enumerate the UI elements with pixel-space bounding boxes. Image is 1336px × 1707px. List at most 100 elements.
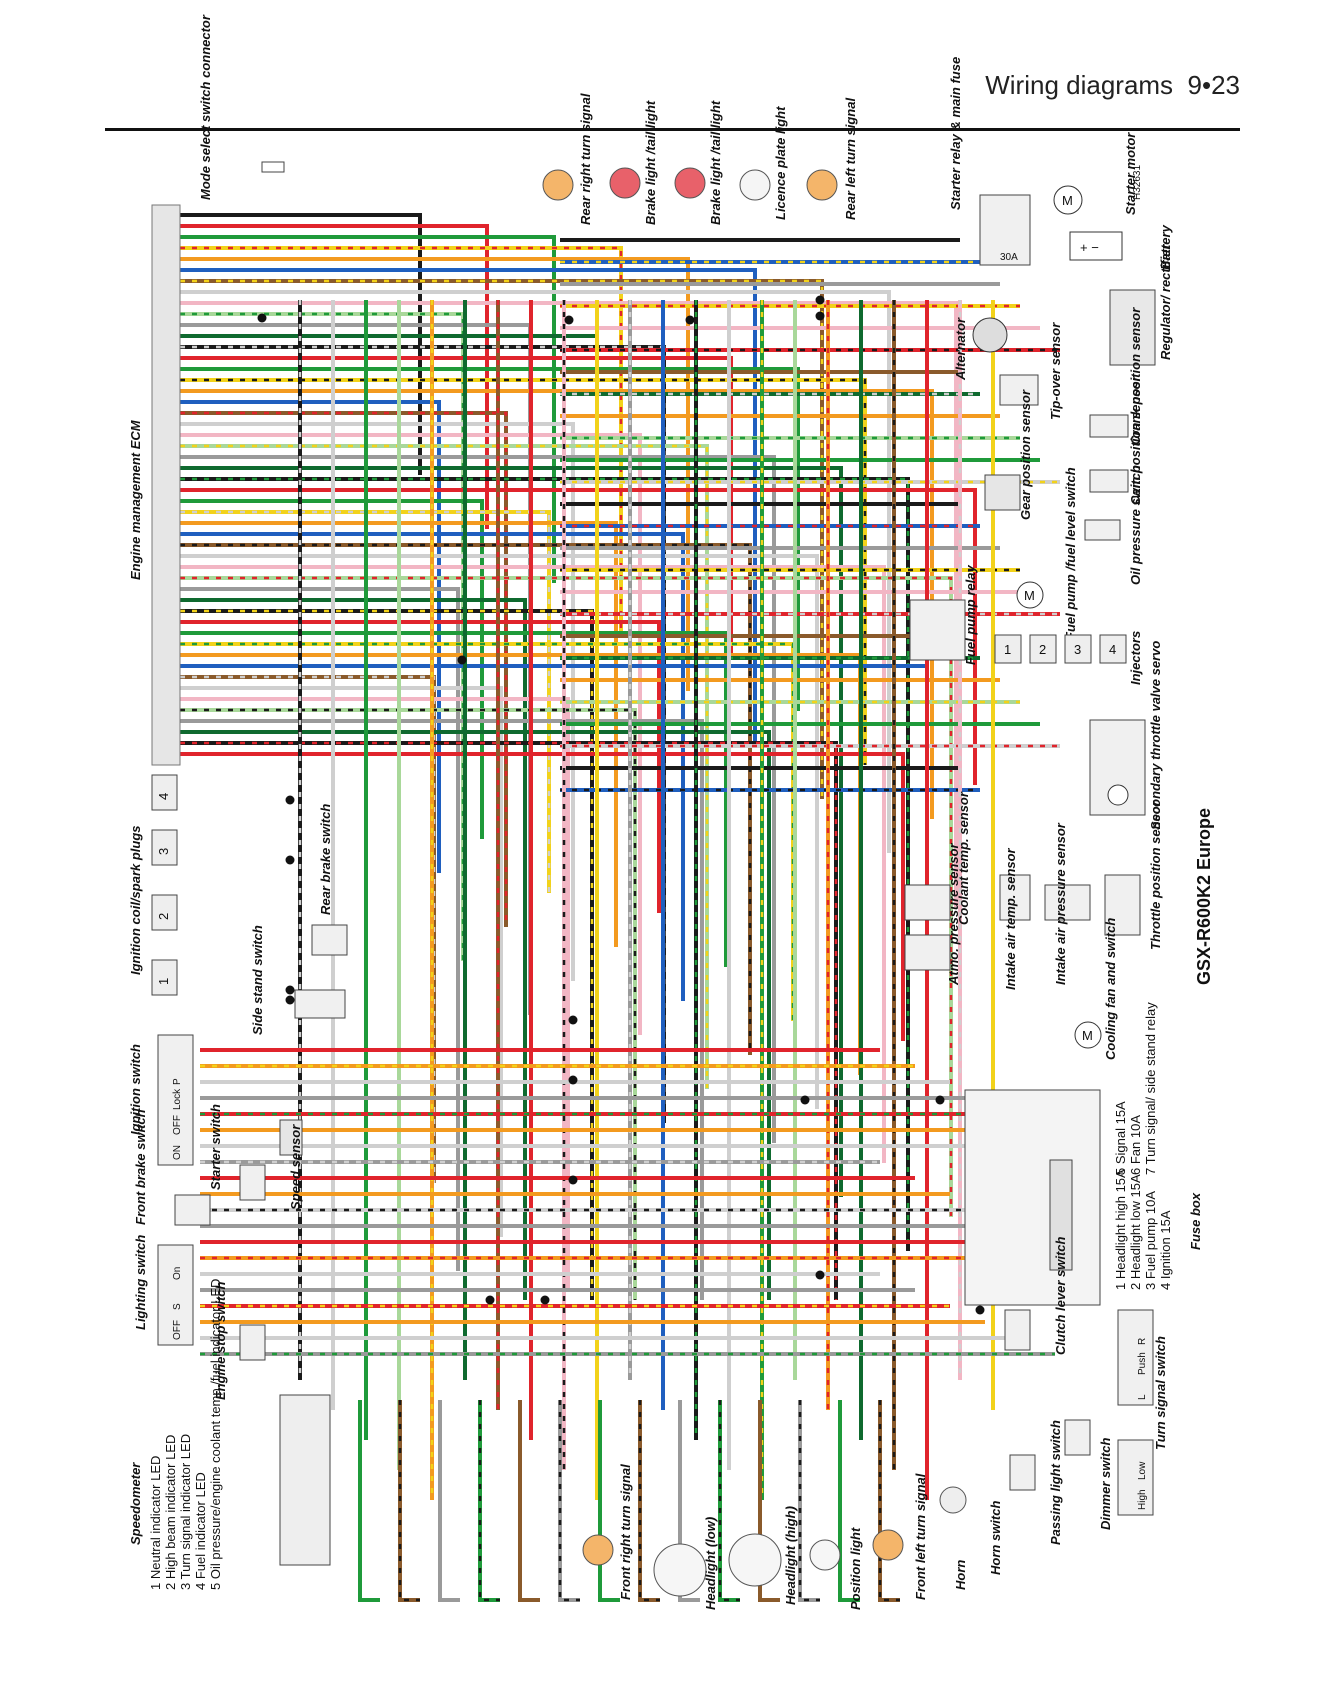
- wire: [718, 1400, 740, 1602]
- svg-text:Starter switch: Starter switch: [208, 1104, 223, 1190]
- intake-air-pressure-sensor: Intake air pressure sensor: [1044, 822, 1091, 985]
- wire-junction: [285, 795, 295, 805]
- svg-text:Speed sensor: Speed sensor: [288, 1124, 303, 1210]
- position-light: Position light: [809, 1527, 863, 1610]
- svg-text:4 Fuel indicator LED: 4 Fuel indicator LED: [193, 1472, 208, 1590]
- svg-text:Cam position sensor: Cam position sensor: [1128, 375, 1143, 505]
- header-page: 9•23: [1187, 70, 1240, 100]
- header-title: Wiring diagrams: [985, 70, 1174, 100]
- wire: [558, 1400, 580, 1602]
- svg-text:Rear brake switch: Rear brake switch: [318, 804, 333, 915]
- wire: [638, 1400, 660, 1602]
- svg-text:2: 2: [1039, 642, 1046, 657]
- svg-text:Gear position sensor: Gear position sensor: [1018, 389, 1033, 520]
- crank-position-sensor: Crank position sensor: [1089, 307, 1143, 445]
- svg-text:6 Fan 10A: 6 Fan 10A: [1128, 1115, 1143, 1175]
- svg-text:3 Turn signal indicator LED: 3 Turn signal indicator LED: [178, 1434, 193, 1590]
- svg-text:3: 3: [156, 848, 171, 855]
- starter-relay: 30A Starter relay & main fuse: [948, 57, 1031, 266]
- diagram-id: H32631: [1132, 165, 1143, 200]
- wire-tracer: [180, 213, 422, 475]
- svg-text:M: M: [1062, 193, 1073, 208]
- wire-tracer: [180, 609, 594, 1300]
- wire: [758, 1400, 780, 1602]
- wire-tracer: [180, 411, 508, 927]
- wire: [180, 565, 886, 1163]
- svg-text:2: 2: [156, 913, 171, 920]
- rear-right-turn-signal: Rear right turn signal: [542, 93, 593, 225]
- headlight-low: Headlight (low): [653, 1517, 718, 1610]
- page-header: Wiring diagrams 9•23: [0, 70, 1240, 101]
- wire: [180, 422, 575, 981]
- wire-junction: [975, 1305, 985, 1315]
- model-label: GSX-R600K2 Europe: [1194, 808, 1214, 985]
- wire-tracer: [798, 1400, 820, 1602]
- wire: [358, 1400, 380, 1602]
- svg-text:Headlight (high): Headlight (high): [783, 1506, 798, 1605]
- svg-text:Fuel pump /fuel level switch: Fuel pump /fuel level switch: [1063, 467, 1078, 640]
- svg-text:Headlight (low): Headlight (low): [703, 1517, 718, 1610]
- svg-text:Oil pressure switch: Oil pressure switch: [1128, 465, 1143, 585]
- svg-text:Speedometer: Speedometer: [128, 1462, 143, 1545]
- wire-junction: [685, 315, 695, 325]
- wire: [678, 1400, 700, 1602]
- svg-text:Regulator/ rectifier: Regulator/ rectifier: [1158, 243, 1173, 360]
- fuel-pump-relay: Fuel pump relay: [909, 565, 978, 665]
- svg-text:OFF: OFF: [172, 1320, 183, 1340]
- svg-text:Crank position sensor: Crank position sensor: [1128, 307, 1143, 445]
- header-rule: [105, 128, 1240, 131]
- svg-text:Battery: Battery: [1158, 224, 1173, 270]
- ecm-connector: [151, 204, 181, 766]
- wire-junction: [485, 1295, 495, 1305]
- cam-position-sensor: Cam position sensor: [1089, 375, 1143, 505]
- brake-light-1: Brake light /tail light: [609, 100, 658, 225]
- wire: [878, 1400, 900, 1602]
- dimmer-switch: High Low Dimmer switch: [1098, 1437, 1154, 1530]
- wire: [438, 1400, 460, 1602]
- clutch-lever-switch: Clutch lever switch: [1004, 1236, 1068, 1355]
- wire: [180, 686, 503, 1237]
- tip-over-sensor: Tip-over sensor: [999, 322, 1063, 420]
- wire-junction: [815, 295, 825, 305]
- svg-text:Starter motor: Starter motor: [1123, 132, 1138, 215]
- wire-tracer: [180, 510, 551, 893]
- coolant-temp-sensor: Coolant temp. sensor: [904, 791, 971, 925]
- wire-junction: [568, 1015, 578, 1025]
- intake-air-temp-sensor: Intake air temp. sensor: [999, 847, 1031, 990]
- svg-text:Tip-over sensor: Tip-over sensor: [1048, 322, 1063, 420]
- atmo-pressure-sensor: Atmo. pressure sensor: [904, 842, 961, 986]
- svg-text:Brake light /tail light: Brake light /tail light: [643, 100, 658, 225]
- wire: [180, 323, 532, 1015]
- wire: [180, 587, 460, 1271]
- oil-pressure-switch: Oil pressure switch: [1084, 465, 1143, 585]
- wire: [180, 719, 704, 1300]
- svg-text:1 Headlight high 15A: 1 Headlight high 15A: [1113, 1169, 1128, 1290]
- wire: [180, 367, 800, 711]
- wire: [398, 1400, 420, 1602]
- svg-text:GSX-R600K2 Europe: GSX-R600K2 Europe: [1194, 808, 1214, 985]
- svg-text:Atmo. pressure sensor: Atmo. pressure sensor: [946, 842, 961, 986]
- ignition-coils: 4 3 2 1 Ignition coil/spark plugs: [128, 774, 178, 996]
- svg-text:Rear right turn signal: Rear right turn signal: [578, 93, 593, 225]
- headlight-high: Headlight (high): [728, 1506, 798, 1605]
- speedometer: Speedometer 1 Neutral indicator LED 2 Hi…: [128, 1279, 331, 1590]
- svg-text:1 Neutral indicator LED: 1 Neutral indicator LED: [148, 1456, 163, 1590]
- svg-text:2 High beam indicator LED: 2 High beam indicator LED: [163, 1435, 178, 1590]
- wire-junction: [285, 985, 295, 995]
- wire: [180, 521, 618, 947]
- svg-text:Position light: Position light: [848, 1527, 863, 1610]
- svg-text:Rear left turn signal: Rear left turn signal: [843, 98, 858, 220]
- svg-text:Front brake switch: Front brake switch: [133, 1109, 148, 1225]
- horn: Horn: [939, 1486, 968, 1590]
- wire-junction: [568, 1175, 578, 1185]
- svg-text:Side stand switch: Side stand switch: [250, 925, 265, 1035]
- svg-text:Fuse box: Fuse box: [1188, 1192, 1203, 1250]
- wire: [180, 301, 958, 907]
- wire: [180, 752, 905, 1041]
- svg-text:Cooling fan and switch: Cooling fan and switch: [1103, 918, 1118, 1060]
- wire: [478, 1400, 500, 1602]
- wire-junction: [815, 311, 825, 321]
- gear-position-sensor: Gear position sensor: [984, 389, 1033, 520]
- engine-stop-switch: Engine stop switch: [213, 1281, 266, 1400]
- wire-junction: [257, 313, 267, 323]
